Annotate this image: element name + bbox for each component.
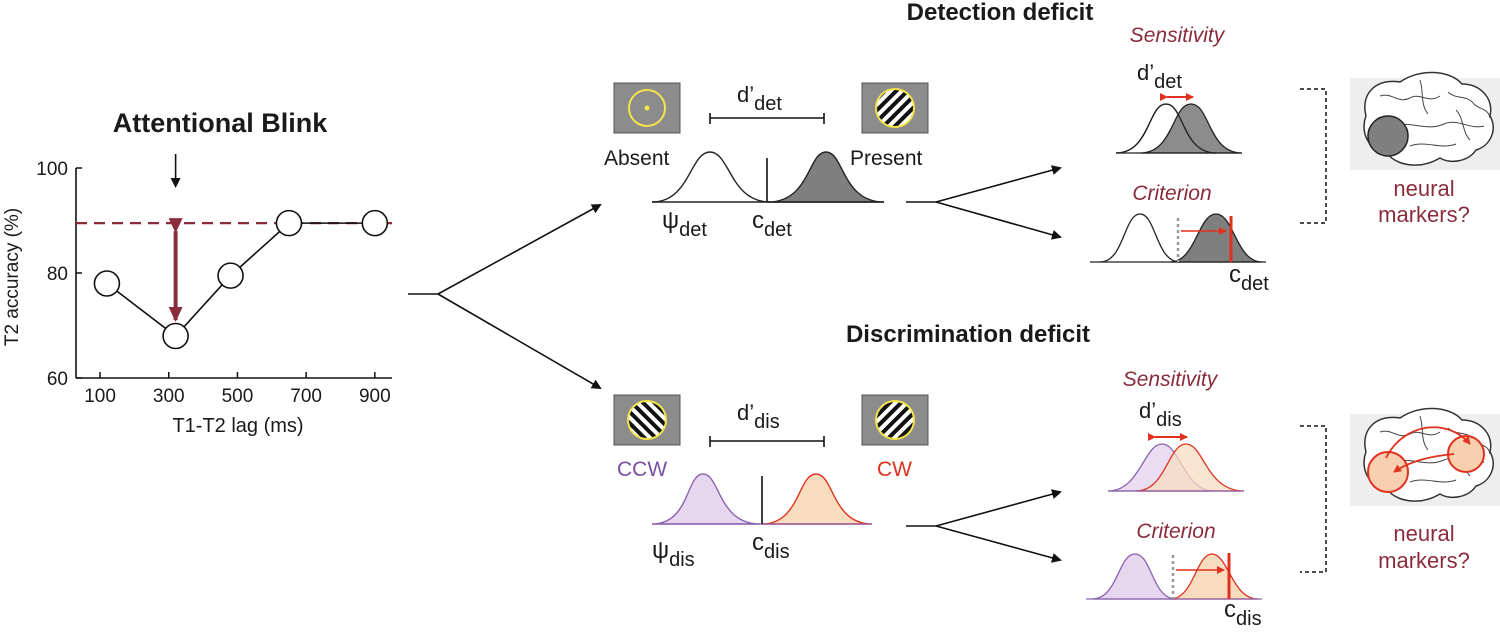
c-det-label: cdet	[752, 207, 792, 241]
psi-dis-label: ψdis	[652, 537, 695, 571]
x-tick-label: 300	[153, 386, 185, 407]
sens-det-present-dist	[1139, 103, 1243, 154]
fixation-ring-icon	[613, 82, 681, 134]
sens-dprime-dis-label: d’dis	[1139, 398, 1182, 431]
detection-title: Detection deficit	[907, 0, 1094, 26]
attentional-blink-chart: Attentional Blink T2 accuracy (%) T1-T2 …	[2, 108, 392, 437]
x-tick-label: 100	[84, 386, 116, 407]
neural-markers-dis-line1: neural	[1393, 521, 1454, 546]
ccw-label: CCW	[617, 458, 667, 481]
y-tick-label: 100	[36, 159, 68, 180]
crit-c-dis-label: cdis	[1224, 596, 1262, 630]
x-tick-label: 700	[290, 386, 322, 407]
brain-icon	[1350, 71, 1500, 170]
sensitivity-dis-title: Sensitivity	[1123, 368, 1219, 391]
brain-network-icon	[1350, 407, 1500, 506]
cw-label: CW	[877, 458, 912, 481]
discrimination-title: Discrimination deficit	[846, 321, 1090, 348]
sensitivity-det-title: Sensitivity	[1130, 24, 1226, 47]
data-point	[361, 209, 389, 237]
chart-title: Attentional Blink	[113, 108, 328, 138]
dprime-dis-bracket	[709, 436, 825, 447]
dprime-dis-label: d’dis	[737, 400, 780, 433]
sens-dis-cw-dist	[1135, 443, 1245, 492]
data-point	[93, 270, 121, 297]
x-tick-label: 900	[359, 386, 391, 407]
axis-ticks	[76, 167, 376, 379]
crit-dis-cw-dist	[1169, 553, 1259, 600]
branch-arrows-detection	[906, 165, 1062, 240]
neural-markers-dis-line2: markers?	[1378, 548, 1470, 573]
crit-det-absent-dist	[1099, 213, 1181, 263]
dprime-det-label: d’det	[737, 82, 782, 115]
detection-section: Detection deficit d’det Absent Present ψ…	[604, 0, 1500, 295]
crit-det-present-dist	[1169, 213, 1263, 263]
data-point	[275, 209, 303, 237]
discrimination-section: Discrimination deficit d’dis CCW CW ψdis…	[613, 321, 1500, 630]
x-tick-label: 500	[222, 386, 254, 407]
present-label: Present	[850, 147, 923, 170]
crit-c-det-label: cdet	[1229, 261, 1269, 295]
y-tick-label: 80	[47, 264, 68, 285]
absent-label: Absent	[604, 147, 670, 170]
psi-det-label: ψdet	[662, 207, 707, 241]
data-points	[93, 209, 389, 350]
x-axis-label: T1-T2 lag (ms)	[172, 415, 303, 437]
neural-markers-det-line2: markers?	[1378, 202, 1470, 227]
y-tick-label: 60	[47, 369, 68, 390]
ccw-distribution	[651, 473, 761, 525]
sens-dprime-det-label: d’det	[1137, 60, 1182, 93]
present-distribution	[767, 151, 885, 203]
ccw-grating-icon	[613, 394, 681, 446]
c-dis-label: cdis	[752, 529, 790, 563]
criterion-det-title: Criterion	[1132, 182, 1211, 205]
striped-grating-icon	[861, 82, 929, 134]
dprime-det-bracket	[709, 113, 825, 124]
cw-grating-icon	[861, 394, 929, 446]
dis-dashed-bracket	[1300, 425, 1327, 573]
cw-distribution	[761, 473, 873, 525]
absent-distribution	[651, 151, 771, 203]
data-point	[162, 322, 189, 350]
crit-dis-ccw-dist	[1091, 553, 1177, 600]
axis-tick-labels: 60 80 100 100 300 500 700 900	[36, 159, 390, 407]
neural-markers-det-line1: neural	[1393, 176, 1454, 201]
branch-arrows-discrimination	[906, 489, 1062, 563]
criterion-dis-title: Criterion	[1136, 520, 1215, 543]
branch-arrows-main	[408, 204, 602, 390]
data-point	[217, 262, 244, 289]
det-dashed-bracket	[1300, 88, 1327, 224]
y-axis-label: T2 accuracy (%)	[2, 208, 23, 346]
